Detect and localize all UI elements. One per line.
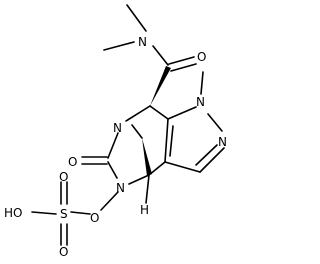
atom-label-layer: N O N N N O N O S O O HO H — [4, 35, 227, 259]
chemical-structure-diagram: N O N N N O N O S O O HO H — [4, 4, 227, 259]
bond-n2-ch-inner — [195, 144, 218, 166]
atom-label-bridge-n: N — [113, 121, 122, 135]
bond-c9-pyrazole-c — [149, 105, 169, 120]
bond-methyl-amide-n-top — [126, 4, 147, 32]
bond-bridge-n-carbonyl — [107, 132, 119, 159]
bond-amide-n-carbonyl — [152, 45, 169, 66]
bond-n-sulfate-o — [100, 191, 119, 211]
bond-n2-ch — [199, 147, 225, 173]
atom-label-n-sulfate: N — [116, 181, 125, 195]
atom-label-stereo-h: H — [140, 203, 149, 217]
bond-n-sulfate-c5 — [128, 174, 150, 185]
bond-carbonyl-n-sulfate — [107, 161, 118, 179]
bond-c9-bridge-n — [125, 105, 151, 122]
wedge-bond-c9-carbonyl — [150, 66, 171, 106]
atom-label-sulfonyl-o-top: O — [59, 170, 68, 184]
atom-label-pyrazole-n2: N — [218, 135, 227, 149]
atom-label-ester-o: O — [90, 211, 99, 225]
bond-fused-double-outer — [164, 118, 169, 163]
bond-methyl-amide-n-left — [103, 41, 135, 51]
wedge-bond-ch2-c5 — [142, 138, 152, 176]
atom-label-ring-carbonyl-o: O — [68, 155, 77, 169]
bond-o-sulfur — [70, 211, 91, 215]
bond-sulfur-hydroxyl — [31, 211, 57, 215]
atom-label-pyrazole-n1: N — [196, 95, 205, 109]
bond-carbonyl-double-1 — [168, 56, 195, 65]
bond-c5-h — [145, 174, 150, 204]
bond-fused-double-inner — [169, 125, 174, 157]
atom-label-carbonyl-o-top: O — [197, 50, 206, 64]
bond-n1-methyl — [200, 71, 204, 95]
bond-pyrazole-c-n1 — [167, 106, 197, 120]
atom-label-sulfonyl-o-bottom: O — [59, 245, 68, 259]
bond-layer — [31, 4, 225, 246]
bond-carbonyl-double-2 — [170, 63, 197, 72]
bond-bridge-n-ch2 — [131, 124, 143, 139]
bond-ch-fused-c — [164, 161, 201, 173]
atom-label-hydroxyl: HO — [4, 206, 22, 220]
atom-label-sulfur: S — [60, 207, 68, 221]
atom-label-amide-n: N — [138, 35, 147, 49]
bond-n1-n2 — [207, 113, 223, 132]
